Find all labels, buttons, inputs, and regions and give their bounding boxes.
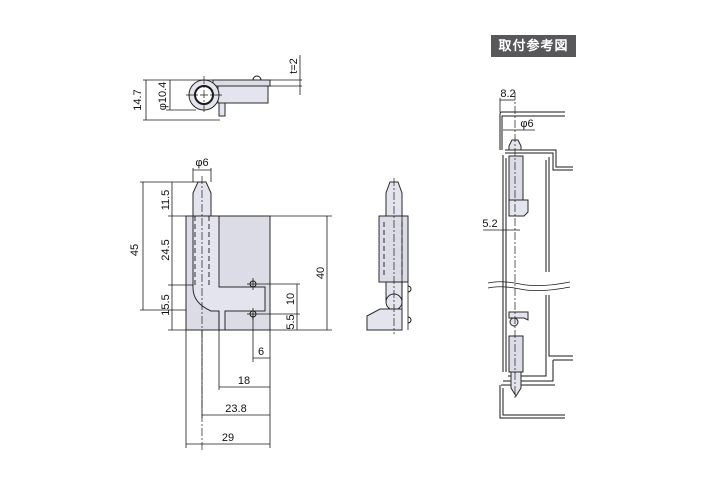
dim-lower-offset: 15.5 [160, 294, 172, 315]
dim-hole-edge: 6 [258, 346, 264, 358]
mounting-view: 8.2 φ6 5.2 [482, 88, 573, 419]
front-view: 45 11.5 24.5 15.5 φ6 40 10 5.5 6 18 23.8 [129, 157, 332, 450]
dim-top-diameter: φ10.4 [157, 82, 169, 111]
dim-thickness: t=2 [288, 58, 300, 74]
pin-tip [192, 181, 212, 217]
side-base [366, 308, 403, 331]
dim-width-18: 18 [238, 375, 250, 387]
dim-pin-diameter: φ6 [195, 157, 208, 169]
pin-arm [192, 215, 266, 331]
dim-overall-height: 45 [129, 244, 141, 256]
dim-width-23-8: 23.8 [225, 403, 246, 415]
mounting-reference-badge: 取付参考図 [491, 35, 576, 57]
dim-mount-pin-diameter: φ6 [520, 118, 533, 130]
dim-pin-length: 24.5 [160, 239, 172, 260]
top-leg [218, 102, 226, 117]
dim-plate-height: 40 [315, 267, 327, 279]
dim-pin-protrusion: 11.5 [160, 190, 172, 211]
top-bump [252, 75, 262, 81]
top-plate [212, 79, 271, 87]
mounting-hole-upper [247, 278, 259, 290]
dim-mount-offset: 8.2 [500, 88, 515, 100]
dim-hole-spacing: 10 [285, 293, 297, 305]
top-view: 14.7 φ10.4 t=2 [132, 55, 302, 121]
top-body [217, 85, 269, 104]
dim-top-height: 14.7 [132, 89, 144, 110]
side-barrel [378, 215, 409, 283]
side-view [366, 178, 412, 334]
dim-width-29: 29 [222, 432, 234, 444]
dim-hole-offset: 5.5 [285, 314, 297, 329]
dim-mount-gap: 5.2 [482, 218, 497, 230]
